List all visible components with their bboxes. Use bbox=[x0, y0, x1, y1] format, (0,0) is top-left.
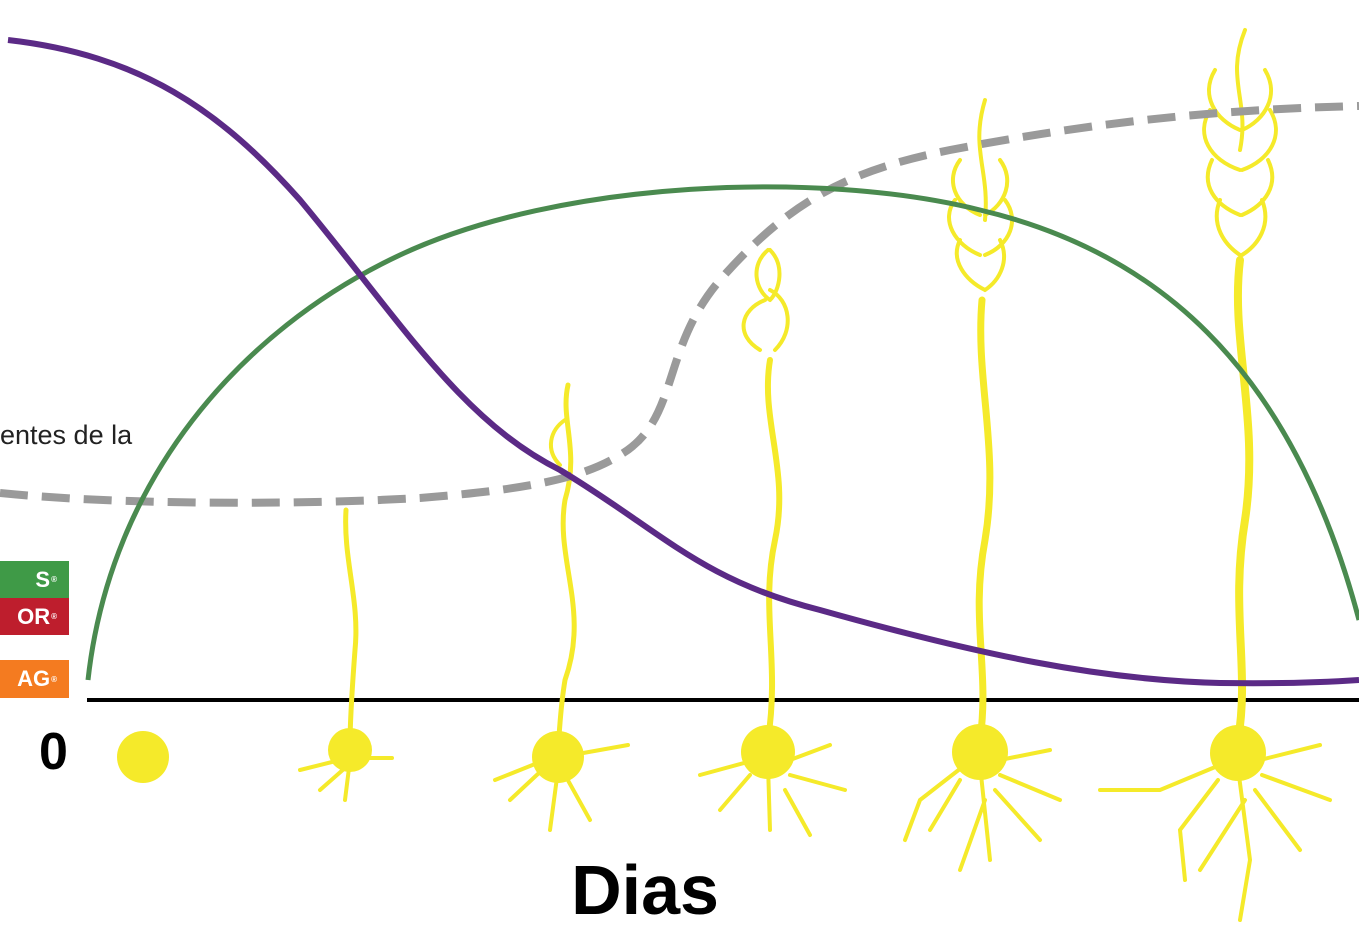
plant-stage-2 bbox=[493, 382, 630, 832]
plant-stages bbox=[117, 28, 1332, 922]
brand-badge-orange: AG® bbox=[0, 660, 69, 698]
brand-badge-orange-label: AG bbox=[17, 666, 51, 691]
brand-badge-green: S® bbox=[0, 561, 69, 598]
purple-curve bbox=[7, 37, 1359, 687]
plant-stage-3 bbox=[698, 248, 847, 837]
brand-badge-green-label: S bbox=[35, 566, 51, 592]
x-axis-title: Dias bbox=[571, 851, 719, 929]
brand-badge-red-label: OR bbox=[17, 603, 51, 629]
plant-stage-5 bbox=[1098, 28, 1332, 922]
gray-dashed-curve bbox=[0, 102, 1359, 507]
origin-label: 0 bbox=[39, 723, 68, 781]
seed-stage bbox=[117, 731, 169, 783]
brand-badge-red: OR® bbox=[0, 598, 69, 635]
plant-stage-4 bbox=[903, 98, 1062, 872]
green-curve bbox=[85, 184, 1359, 681]
clipped-caption-text: entes de la bbox=[0, 420, 133, 450]
plant-stage-1 bbox=[298, 507, 394, 802]
